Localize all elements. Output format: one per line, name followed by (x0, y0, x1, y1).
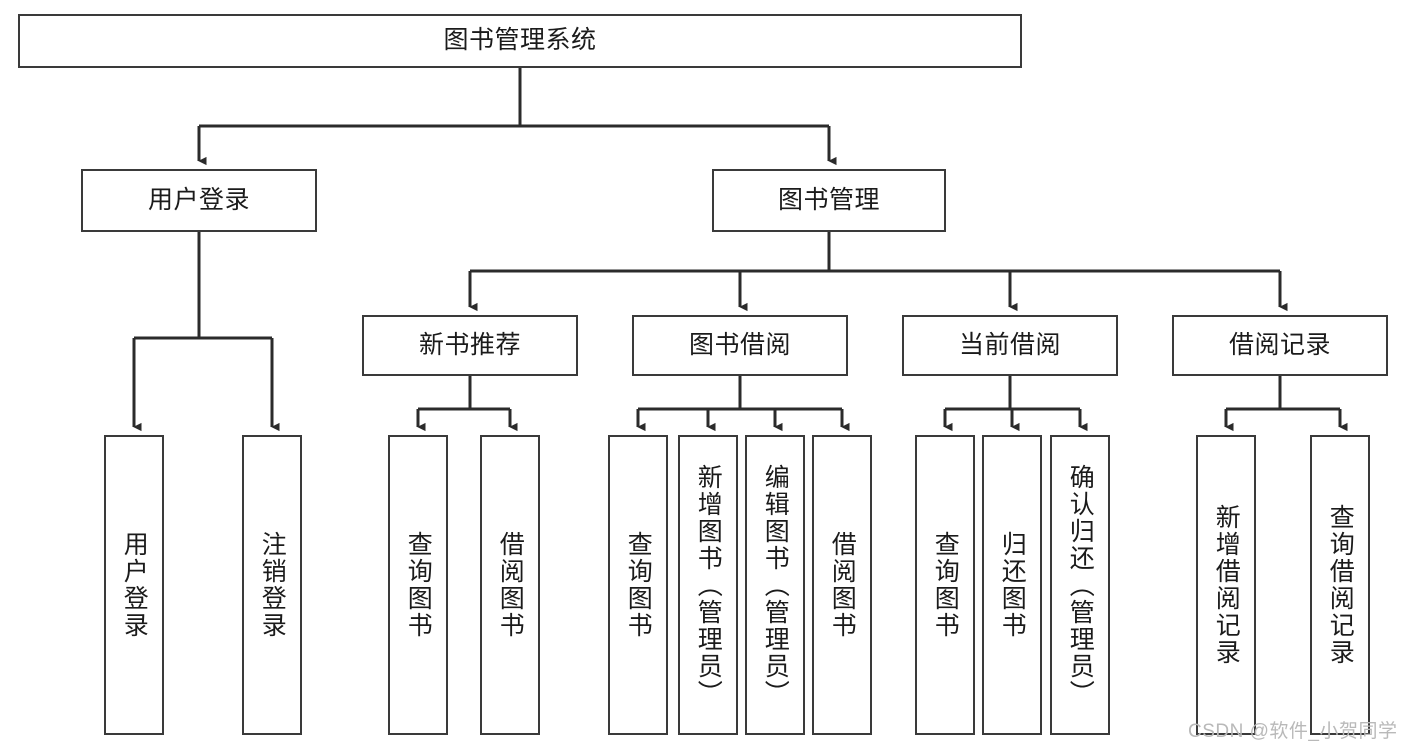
node-label: 图书借阅 (688, 330, 791, 359)
edge-group-book-borrow (636, 376, 850, 432)
edge-group-book-management (468, 232, 1288, 312)
node-label: 用户登录 (120, 531, 149, 639)
node-label: 查询图书 (624, 531, 653, 639)
leaf-add-borrow-record[interactable]: 新增借阅记录 (1196, 435, 1256, 735)
leaf-logout-login[interactable]: 注销登录 (242, 435, 302, 735)
watermark-text: CSDN @软件_小贺同学 (1188, 721, 1398, 742)
leaf-return-book[interactable]: 归还图书 (982, 435, 1042, 735)
node-label: 编辑图书（管理员） (761, 463, 790, 707)
edge-group-root (197, 68, 837, 166)
node-label: 图书管理 (777, 185, 880, 214)
edge-group-borrow-record (1224, 376, 1348, 432)
edge-group-new-book-recommend (416, 376, 518, 432)
leaf-query-book-recommend[interactable]: 查询图书 (388, 435, 448, 735)
leaf-query-book-current[interactable]: 查询图书 (915, 435, 975, 735)
node-label: 新书推荐 (418, 330, 521, 359)
node-label: 借阅记录 (1228, 330, 1331, 359)
node-root-system[interactable]: 图书管理系统 (18, 14, 1022, 68)
node-label: 注销登录 (258, 531, 287, 639)
node-current-borrow[interactable]: 当前借阅 (902, 315, 1118, 376)
leaf-user-login[interactable]: 用户登录 (104, 435, 164, 735)
node-label: 查询图书 (931, 531, 960, 639)
leaf-borrow-book-recommend[interactable]: 借阅图书 (480, 435, 540, 735)
node-label: 新增图书（管理员） (694, 463, 723, 707)
node-new-book-recommend[interactable]: 新书推荐 (362, 315, 578, 376)
node-user-login[interactable]: 用户登录 (81, 169, 317, 232)
node-label: 图书管理系统 (443, 26, 597, 55)
node-label: 借阅图书 (828, 531, 857, 639)
leaf-edit-book-admin[interactable]: 编辑图书（管理员） (745, 435, 805, 735)
leaf-query-book-borrow[interactable]: 查询图书 (608, 435, 668, 735)
node-borrow-record[interactable]: 借阅记录 (1172, 315, 1388, 376)
node-label: 新增借阅记录 (1212, 504, 1241, 666)
node-label: 查询借阅记录 (1326, 504, 1355, 666)
leaf-query-borrow-record[interactable]: 查询借阅记录 (1310, 435, 1370, 735)
leaf-add-book-admin[interactable]: 新增图书（管理员） (678, 435, 738, 735)
edge-group-current-borrow (943, 376, 1088, 432)
leaf-confirm-return-admin[interactable]: 确认归还（管理员） (1050, 435, 1110, 735)
node-book-borrow[interactable]: 图书借阅 (632, 315, 848, 376)
leaf-borrow-book[interactable]: 借阅图书 (812, 435, 872, 735)
node-book-management[interactable]: 图书管理 (712, 169, 946, 232)
node-label: 归还图书 (998, 531, 1027, 639)
node-label: 确认归还（管理员） (1066, 463, 1095, 707)
node-label: 当前借阅 (958, 330, 1061, 359)
edge-group-user-login (132, 232, 280, 432)
node-label: 用户登录 (147, 185, 250, 214)
node-label: 借阅图书 (496, 531, 525, 639)
node-label: 查询图书 (404, 531, 433, 639)
